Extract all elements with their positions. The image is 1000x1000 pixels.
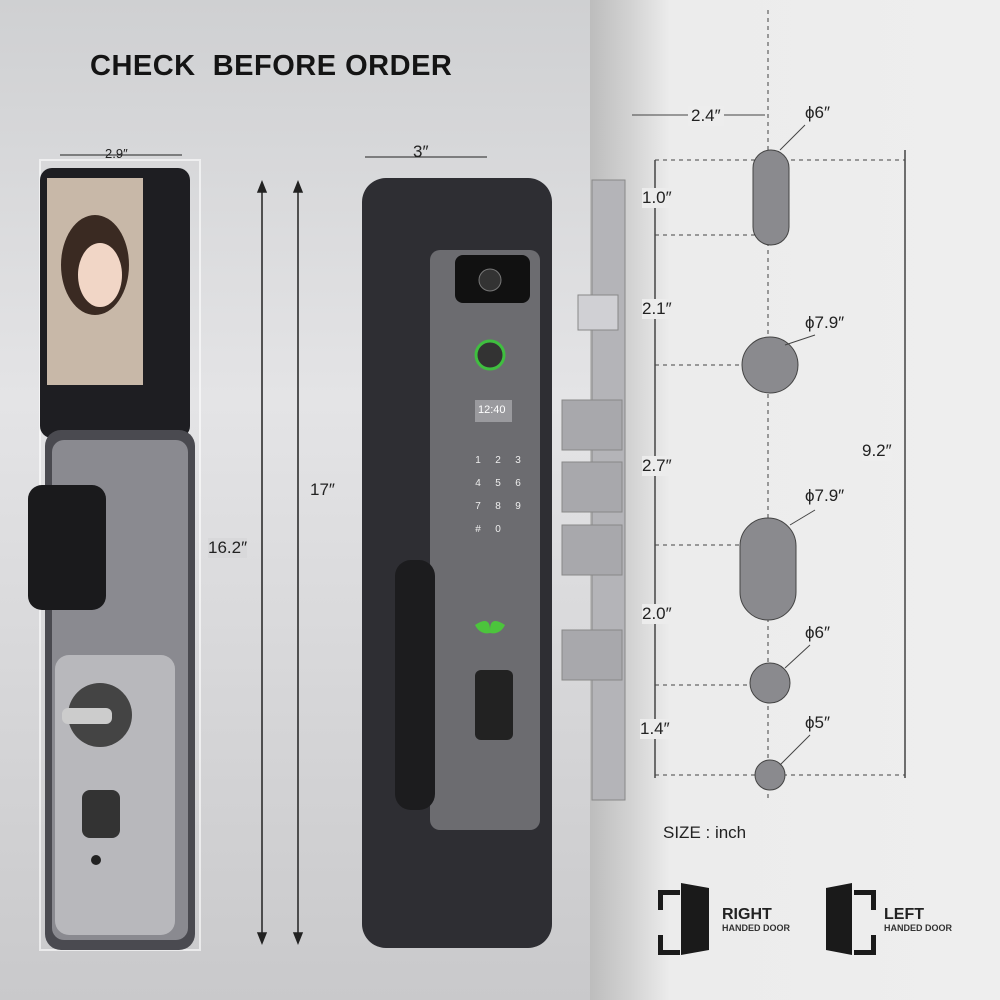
middle-lock-width: 3″ xyxy=(413,142,429,161)
spacing-label: 2.7″ xyxy=(642,456,672,476)
hole-label: ϕ7.9″ xyxy=(805,313,845,332)
key: 3 xyxy=(515,455,521,466)
key: 4 xyxy=(475,478,481,489)
logo-icon xyxy=(475,621,505,634)
key: 7 xyxy=(475,501,481,512)
hole-label: ϕ6″ xyxy=(805,623,830,642)
key: 8 xyxy=(495,501,501,512)
spacing-label: 2.0″ xyxy=(642,604,672,624)
door-sub: HANDED DOOR xyxy=(884,923,953,933)
right-handed-door-label: RIGHT HANDED DOOR xyxy=(722,906,791,934)
left-lock-total-height: 17″ xyxy=(310,480,335,499)
spacing-label: 1.0″ xyxy=(642,188,672,208)
left-lock-width: 2.9″ xyxy=(105,146,128,161)
door-main: RIGHT xyxy=(722,906,772,923)
lock-display-time: 12:40 xyxy=(478,404,506,416)
left-lock-body-height: 16.2″ xyxy=(208,538,248,558)
hole-label: ϕ7.9″ xyxy=(805,486,845,505)
page-title: CHECK BEFORE ORDER xyxy=(90,50,453,82)
key: 0 xyxy=(495,524,501,535)
dimension-arrows xyxy=(60,154,487,946)
key: 2 xyxy=(495,455,501,466)
hole-label: ϕ5″ xyxy=(805,713,830,732)
size-unit-note: SIZE : inch xyxy=(663,823,747,842)
left-lock xyxy=(28,159,201,951)
door-edge-background xyxy=(590,0,1000,1000)
key: 6 xyxy=(515,478,521,489)
fingerprint-sensor xyxy=(474,339,506,371)
total-height-label: 9.2″ xyxy=(862,441,892,461)
key: # xyxy=(475,524,481,535)
mortise-lock xyxy=(561,179,626,801)
offset-label: 2.4″ xyxy=(688,106,724,126)
keypad: 1 2 3 4 5 6 7 8 9 # 0 xyxy=(468,455,528,535)
spacing-label: 1.4″ xyxy=(640,719,670,739)
left-handed-door-label: LEFT HANDED DOOR xyxy=(884,906,953,934)
door-sub: HANDED DOOR xyxy=(722,923,791,933)
key: 9 xyxy=(515,501,521,512)
key: 1 xyxy=(475,455,481,466)
left-handle xyxy=(28,485,106,610)
hole-diagram xyxy=(632,10,906,800)
spacing-label: 2.1″ xyxy=(642,299,672,319)
key: 5 xyxy=(495,478,501,489)
hole-label: ϕ6″ xyxy=(805,103,830,122)
door-main: LEFT xyxy=(884,906,924,923)
door-icons xyxy=(658,883,876,955)
middle-lock xyxy=(362,178,552,948)
